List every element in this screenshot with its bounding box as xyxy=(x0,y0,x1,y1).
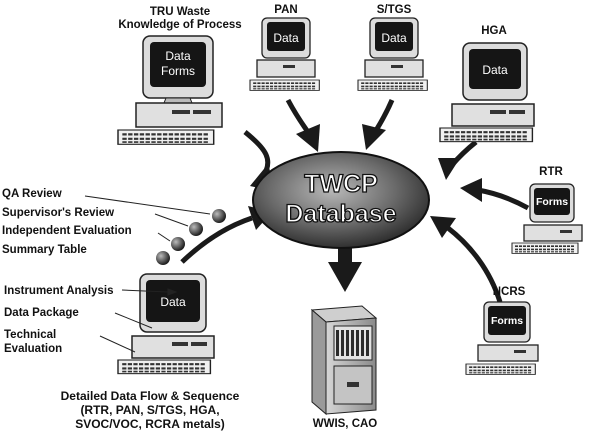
label-tru: TRU Waste Knowledge of Process xyxy=(100,6,260,32)
label-instrument-analysis: Instrument Analysis xyxy=(4,285,114,297)
dot-summary-table xyxy=(156,251,170,265)
screen-ncrs xyxy=(488,306,526,335)
screen-hga xyxy=(469,49,521,89)
computer-tru: Data Forms xyxy=(116,35,223,146)
label-ncrs: NCRS xyxy=(492,286,526,298)
arrow-detailed xyxy=(180,215,253,264)
computer-pan: Data xyxy=(248,17,321,92)
computer-detailed: Data xyxy=(116,273,215,376)
label-output: WWIS, CAO xyxy=(312,418,378,430)
screen-tru xyxy=(150,42,206,87)
screen-rtr xyxy=(534,188,570,215)
screen-rtr-text: Forms xyxy=(536,196,568,208)
screen-pan xyxy=(267,22,305,51)
label-tru-line1: TRU Waste xyxy=(149,6,211,18)
label-pan: PAN xyxy=(274,4,298,16)
arrow-pan xyxy=(285,98,311,134)
review-step-dots xyxy=(156,209,226,265)
computer-stgs: Data xyxy=(356,17,429,92)
screen-detailed-text: Data xyxy=(160,295,186,309)
dot-supervisor-review xyxy=(189,222,203,236)
arrow-stgs xyxy=(372,99,395,134)
label-independent-evaluation: Independent Evaluation xyxy=(2,225,132,237)
leader-lines xyxy=(84,195,211,353)
label-stgs: S/TGS xyxy=(376,4,412,16)
screen-tru-line2: Forms xyxy=(161,64,195,78)
screen-tru-line1: Data xyxy=(165,49,191,63)
screen-ncrs-text: Forms xyxy=(491,315,523,327)
file-cabinet xyxy=(310,305,378,416)
label-summary-table: Summary Table xyxy=(2,244,87,256)
arrow-rtr xyxy=(477,187,530,211)
arrow-ncrs xyxy=(446,226,503,303)
label-hga: HGA xyxy=(481,25,507,37)
label-supervisor-review: Supervisor's Review xyxy=(2,207,115,219)
label-data-package: Data Package xyxy=(4,307,79,319)
screen-hga-text: Data xyxy=(482,63,508,77)
label-evaluation: Evaluation xyxy=(4,343,63,355)
screen-stgs-text: Data xyxy=(381,31,407,45)
screen-stgs xyxy=(375,22,413,51)
computer-ncrs: Forms xyxy=(464,301,539,376)
computer-hga: Data xyxy=(438,42,535,144)
label-rtr: RTR xyxy=(539,166,563,178)
dot-independent-evaluation xyxy=(171,237,185,251)
screen-pan-text: Data xyxy=(273,31,299,45)
label-detailed-line2: (RTR, PAN, S/TGS, HGA, xyxy=(80,403,220,417)
computer-rtr: Forms xyxy=(511,183,583,255)
label-technical: Technical xyxy=(4,329,57,341)
twcp-database: TWCP Database xyxy=(252,151,430,249)
database-title-line2: Database xyxy=(285,200,396,228)
label-detailed: Detailed Data Flow & Sequence (RTR, PAN,… xyxy=(20,389,280,431)
database-title-line1: TWCP xyxy=(304,170,378,198)
dot-qa-review xyxy=(212,209,226,223)
label-detailed-line1: Detailed Data Flow & Sequence xyxy=(60,389,240,403)
label-detailed-line3: SVOC/VOC, RCRA metals) xyxy=(75,417,225,431)
label-tru-line2: Knowledge of Process xyxy=(118,19,242,31)
screen-detailed xyxy=(146,280,200,322)
label-qa-review: QA Review xyxy=(2,188,62,200)
